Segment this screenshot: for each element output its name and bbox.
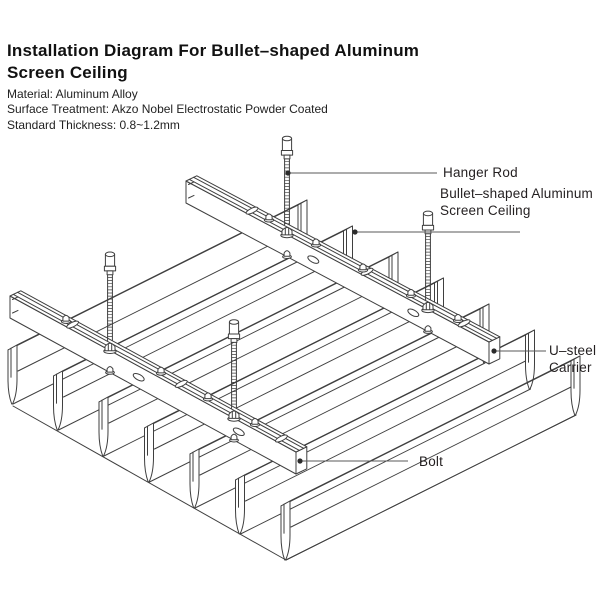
u-steel-carrier [185,175,501,365]
bolt [202,392,214,402]
hanger-rod-label: Hanger Rod [443,165,518,180]
bolt [423,325,433,334]
hanger-rod [421,210,435,334]
hanger-rods [103,135,435,443]
panel-label-line1: Bullet–shaped Aluminum [440,186,593,201]
u-steel-carrier-label-line1: U–steel [549,343,597,358]
bolt [310,238,322,248]
spec-thickness: Standard Thickness: 0.8~1.2mm [7,117,180,132]
panel-label-line2: Screen Ceiling [440,203,531,218]
bolt [282,250,292,260]
diagram-scene [7,135,581,561]
hanger-rod [103,251,117,375]
bolt [405,289,417,299]
bolt-label: Bolt [419,454,444,469]
bolt [105,366,115,375]
bolt-leader-dot [297,458,303,464]
bolt [229,433,239,443]
carrier-leader-dot [491,348,497,354]
panel-label: Bullet–shaped Aluminum Screen Ceiling [440,185,593,219]
u-steel-carrier-label-line2: Carrier [549,360,592,375]
page-title: Installation Diagram For Bullet–shaped A… [7,40,419,83]
bolt [263,213,275,223]
hanger-rod-leader-dot [285,170,291,176]
bolt [249,418,261,428]
u-steel-carrier-label: U–steel Carrier [549,342,596,376]
spec-material: Material: Aluminum Alloy [7,87,138,101]
bolt [452,314,464,324]
page-title-line2: Screen Ceiling [7,62,128,82]
bolt [357,263,369,273]
page-title-line1: Installation Diagram For Bullet–shaped A… [7,41,420,60]
ceiling-panels [7,199,581,561]
bolt [60,314,72,324]
spec-block: Material: Aluminum Alloy Surface Treatme… [7,87,328,133]
leader-lines [285,170,546,464]
panel-leader-dot [352,229,358,235]
spec-surface-treatment: Surface Treatment: Akzo Nobel Electrosta… [7,102,328,117]
bolt [155,366,167,376]
hanger-rod [227,319,241,443]
hanger-rod [280,135,294,260]
